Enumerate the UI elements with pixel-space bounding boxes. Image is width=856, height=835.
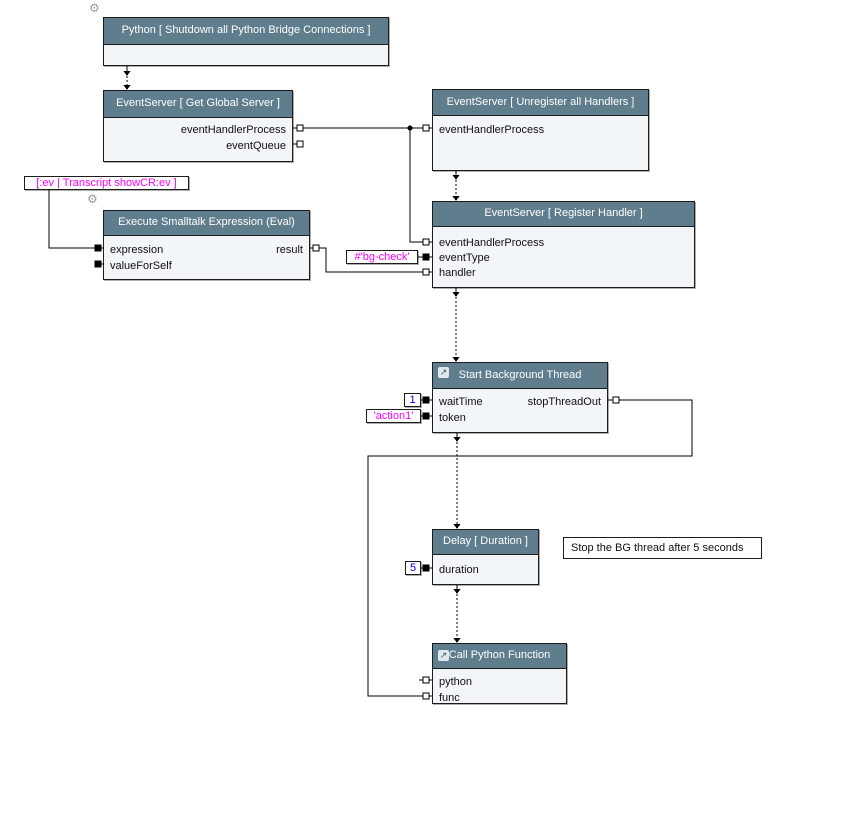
flow-unregister-to-register[interactable]: [452, 171, 460, 201]
port-in-func[interactable]: [422, 692, 430, 700]
flow-register-to-startthread[interactable]: [452, 288, 460, 362]
port-label: handler: [439, 267, 476, 279]
input-eventhandlerprocess: eventHandlerProcess: [433, 122, 648, 138]
node-delay-duration[interactable]: Delay [ Duration ] duration: [432, 529, 539, 585]
port-label: python: [439, 676, 473, 688]
node-title[interactable]: ↗ Start Background Thread: [433, 363, 607, 389]
port-in-eventhandlerprocess-unregister[interactable]: [422, 124, 430, 132]
node-unregister-all-handlers[interactable]: EventServer [ Unregister all Handlers ] …: [432, 89, 649, 171]
output-eventhandlerprocess: eventHandlerProcess: [104, 122, 292, 138]
port-in-waittime[interactable]: [422, 396, 430, 404]
row-expression-result: expression result: [104, 242, 309, 258]
node-execute-smalltalk-eval[interactable]: Execute Smalltalk Expression (Eval) expr…: [103, 210, 310, 280]
node-get-global-server[interactable]: EventServer [ Get Global Server ] eventH…: [103, 90, 293, 162]
input-handler: handler: [433, 266, 694, 281]
value-label-waittime[interactable]: 1: [404, 393, 421, 407]
port-in-expression[interactable]: [94, 244, 102, 252]
input-eventhandlerprocess: eventHandlerProcess: [433, 236, 694, 251]
wire-eventhandlerprocess-to-register[interactable]: [409, 128, 423, 243]
port-label: eventHandlerProcess: [180, 124, 286, 136]
node-title[interactable]: Delay [ Duration ]: [433, 530, 538, 555]
input-func: func: [433, 690, 566, 706]
node-python-shutdown[interactable]: Python [ Shutdown all Python Bridge Conn…: [103, 17, 389, 66]
input-duration: duration: [433, 562, 538, 578]
port-label: valueForSelf: [110, 260, 172, 272]
node-body: eventHandlerProcess eventQueue: [104, 118, 292, 162]
node-register-handler[interactable]: EventServer [ Register Handler ] eventHa…: [432, 201, 695, 288]
node-call-python-function[interactable]: ↗ Call Python Function python func: [432, 643, 567, 704]
node-body: eventHandlerProcess eventType handler: [433, 227, 694, 288]
port-label: func: [439, 692, 460, 704]
port-in-token[interactable]: [422, 412, 430, 420]
node-title[interactable]: Execute Smalltalk Expression (Eval): [104, 211, 309, 236]
row-waittime-stopthreadout: waitTime stopThreadOut: [433, 394, 607, 410]
node-title[interactable]: EventServer [ Register Handler ]: [433, 202, 694, 227]
thread-launch-icon: ↗: [438, 367, 449, 378]
wire-junction-dot: [407, 125, 413, 131]
node-title[interactable]: ↗ Call Python Function: [433, 644, 566, 669]
node-title[interactable]: EventServer [ Get Global Server ]: [104, 91, 292, 118]
port-label: waitTime: [439, 396, 483, 408]
gear-icon[interactable]: ⚙: [87, 192, 98, 206]
port-label: eventType: [439, 252, 490, 264]
value-label-transcript-handler[interactable]: [:ev | Transcript showCR:ev ]: [24, 176, 189, 190]
node-title[interactable]: Python [ Shutdown all Python Bridge Conn…: [104, 18, 388, 45]
port-label: result: [276, 244, 303, 256]
port-label: expression: [110, 244, 164, 256]
thread-launch-icon: ↗: [438, 650, 449, 661]
node-body: expression result valueForSelf: [104, 236, 309, 280]
port-in-duration[interactable]: [422, 564, 430, 572]
port-label: duration: [439, 564, 479, 576]
node-body: [104, 45, 388, 66]
port-in-handler[interactable]: [422, 268, 430, 276]
port-in-eventtype[interactable]: [422, 253, 430, 261]
flow-startthread-to-delay[interactable]: [453, 433, 461, 529]
flow-python-to-getglobalserver[interactable]: [123, 66, 131, 90]
node-body: waitTime stopThreadOut token: [433, 389, 607, 433]
port-out-eventhandlerprocess[interactable]: [296, 124, 304, 132]
input-python: python: [433, 674, 566, 690]
port-label: eventHandlerProcess: [439, 237, 545, 249]
value-label-duration[interactable]: 5: [405, 561, 421, 575]
input-eventtype: eventType: [433, 251, 694, 266]
port-in-eventhandlerprocess-register[interactable]: [422, 238, 430, 246]
node-body: duration: [433, 555, 538, 585]
port-label: eventHandlerProcess: [439, 124, 545, 136]
node-start-background-thread[interactable]: ↗ Start Background Thread waitTime stopT…: [432, 362, 608, 433]
node-body: eventHandlerProcess: [433, 116, 648, 171]
port-label: eventQueue: [226, 140, 286, 152]
port-out-stopthreadout[interactable]: [612, 396, 620, 404]
value-label-token[interactable]: 'action1': [366, 409, 421, 423]
input-valueforself: valueForSelf: [104, 258, 309, 274]
output-eventqueue: eventQueue: [104, 138, 292, 154]
port-label: token: [439, 412, 466, 424]
node-title-text: Call Python Function: [448, 649, 551, 661]
comment-box[interactable]: Stop the BG thread after 5 seconds: [563, 537, 762, 559]
port-label: stopThreadOut: [527, 396, 601, 408]
flow-delay-to-callpython[interactable]: [453, 585, 461, 643]
value-label-bg-check[interactable]: #'bg-check': [346, 250, 418, 264]
node-body: python func: [433, 669, 566, 704]
gear-icon[interactable]: ⚙: [89, 1, 100, 15]
port-in-valueforself[interactable]: [94, 260, 102, 268]
node-title-text: Start Background Thread: [458, 369, 582, 381]
input-token: token: [433, 410, 607, 426]
port-out-eventqueue[interactable]: [296, 140, 304, 148]
node-title[interactable]: EventServer [ Unregister all Handlers ]: [433, 90, 648, 116]
port-in-python[interactable]: [422, 676, 430, 684]
port-out-result[interactable]: [312, 244, 320, 252]
